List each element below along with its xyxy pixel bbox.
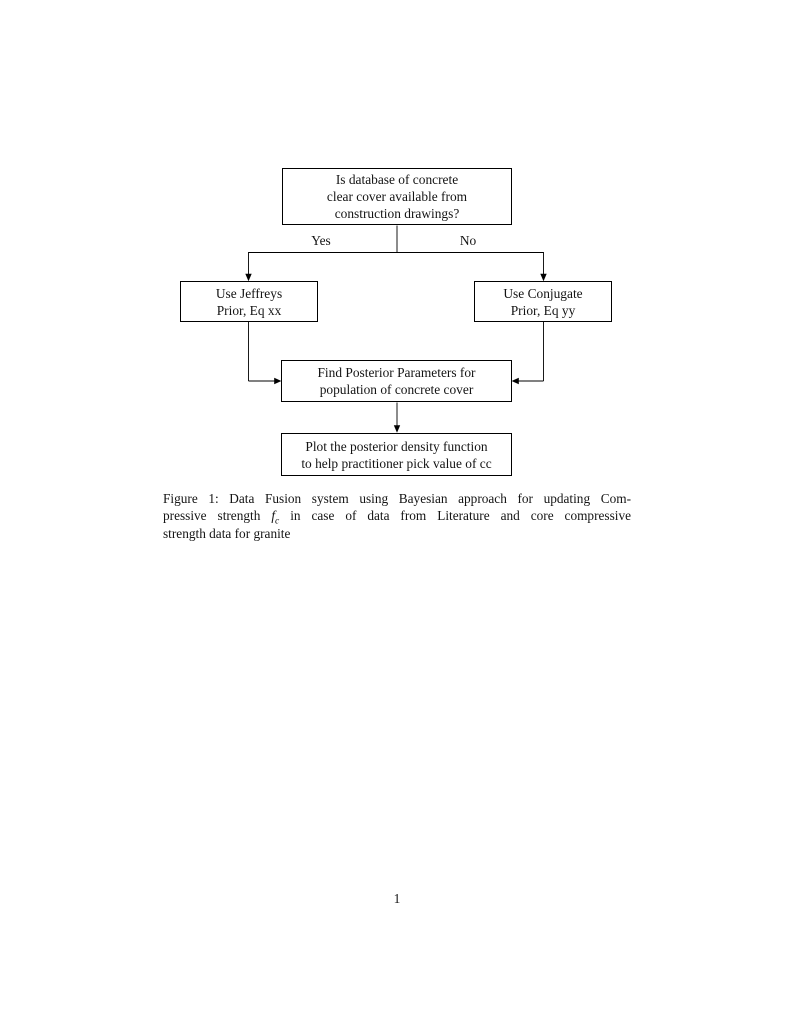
- flowchart-node-decision: Is database of concrete clear cover avai…: [282, 168, 512, 225]
- node-text-line: Is database of concrete: [335, 172, 459, 187]
- caption-line-1: Figure 1: Data Fusion system using Bayes…: [163, 491, 631, 506]
- arrowhead-down-into-plot: [393, 425, 401, 433]
- node-text-line: Prior, Eq yy: [510, 302, 576, 318]
- flowchart-node-posterior-parameters: Find Posterior Parameters for population…: [281, 360, 512, 402]
- caption-line-2: pressive strength fc in case of data fro…: [163, 507, 632, 527]
- figure-caption: Figure 1: Data Fusion system using Bayes…: [163, 490, 631, 542]
- arrowhead-left-into-posterior: [511, 377, 519, 385]
- node-text-line: Prior, Eq xx: [216, 302, 282, 318]
- page-number: 1: [393, 891, 401, 906]
- math-fc-symbol: fc: [271, 508, 280, 527]
- caption-line-3: strength data for granite: [163, 525, 291, 541]
- node-text-line: to help practitioner pick value of cc: [301, 455, 492, 471]
- node-text-line: Plot the posterior density function: [305, 438, 488, 454]
- edge-label-no: No: [459, 233, 477, 248]
- flowchart-node-conjugate-prior: Use Conjugate Prior, Eq yy: [474, 281, 612, 322]
- node-text-line: Find Posterior Parameters for: [317, 365, 476, 380]
- edge-label-yes: Yes: [311, 233, 331, 248]
- caption-line-2-pre: pressive strength: [163, 508, 272, 524]
- flowchart-node-plot-density: Plot the posterior density function to h…: [281, 433, 512, 476]
- node-text-line: Use Conjugate: [503, 285, 583, 301]
- node-text-line: Use Jeffreys: [215, 285, 283, 301]
- node-text-line: clear cover available from: [326, 189, 468, 204]
- node-text-line: construction drawings?: [334, 206, 460, 221]
- caption-line-2-post: in case of data from Literature and core…: [279, 508, 632, 524]
- node-text-line: population of concrete cover: [319, 382, 474, 397]
- flowchart-node-jeffreys-prior: Use Jeffreys Prior, Eq xx: [180, 281, 318, 322]
